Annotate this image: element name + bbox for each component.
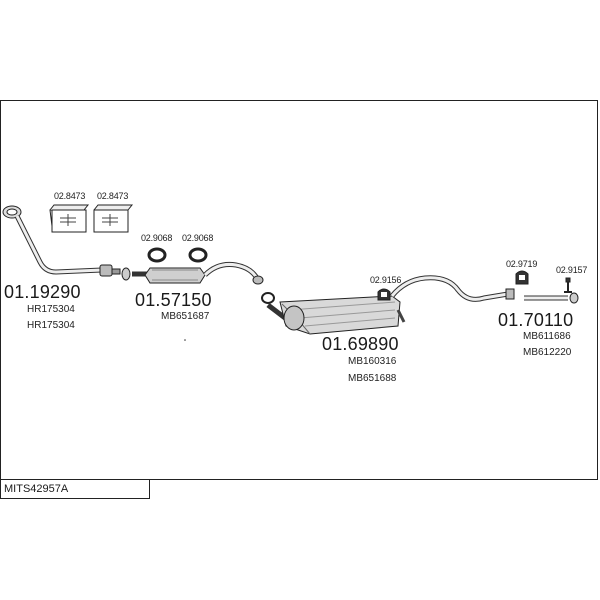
hanger-bolt-icon bbox=[564, 277, 572, 293]
clamp-kit-icon bbox=[93, 204, 134, 233]
oem-reference: MB611686 bbox=[523, 331, 571, 342]
front-pipe-drawing bbox=[2, 205, 121, 277]
oem-reference: MB612220 bbox=[523, 347, 572, 358]
accessory-label: 02.9719 bbox=[506, 259, 538, 269]
oem-reference: MB651688 bbox=[348, 373, 397, 384]
oem-reference: MB160316 bbox=[348, 356, 397, 367]
clamp-kit-icon bbox=[49, 204, 90, 233]
oem-reference: MB651687 bbox=[161, 311, 210, 322]
part-number: 01.19290 bbox=[4, 282, 81, 302]
rubber-mount-icon bbox=[515, 270, 529, 285]
accessory-label: 02.9156 bbox=[370, 275, 402, 285]
oem-reference: HR175304 bbox=[27, 320, 75, 331]
part-number: 01.57150 bbox=[135, 290, 212, 310]
rubber-mount-icon bbox=[377, 288, 391, 301]
gasket-ring-icon bbox=[147, 247, 167, 263]
accessory-label: 02.9157 bbox=[556, 265, 588, 275]
joint-gasket-icon bbox=[261, 292, 275, 304]
stray-dot bbox=[184, 339, 186, 341]
rear-muffler-drawing bbox=[266, 295, 406, 335]
accessory-label: 02.9068 bbox=[141, 233, 173, 243]
gasket-ring-icon bbox=[188, 247, 208, 263]
joint-gasket-icon bbox=[121, 267, 131, 281]
accessory-label: 02.8473 bbox=[97, 191, 129, 201]
accessory-label: 02.8473 bbox=[54, 191, 86, 201]
model-code-label: MITS42957A bbox=[0, 479, 150, 499]
tail-pipe-drawing bbox=[390, 275, 579, 304]
diagram-frame bbox=[0, 100, 598, 480]
part-number: 01.70110 bbox=[498, 310, 574, 330]
oem-reference: HR175304 bbox=[27, 304, 75, 315]
catalytic-pipe-drawing bbox=[132, 262, 264, 285]
part-number: 01.69890 bbox=[322, 334, 399, 354]
accessory-label: 02.9068 bbox=[182, 233, 214, 243]
